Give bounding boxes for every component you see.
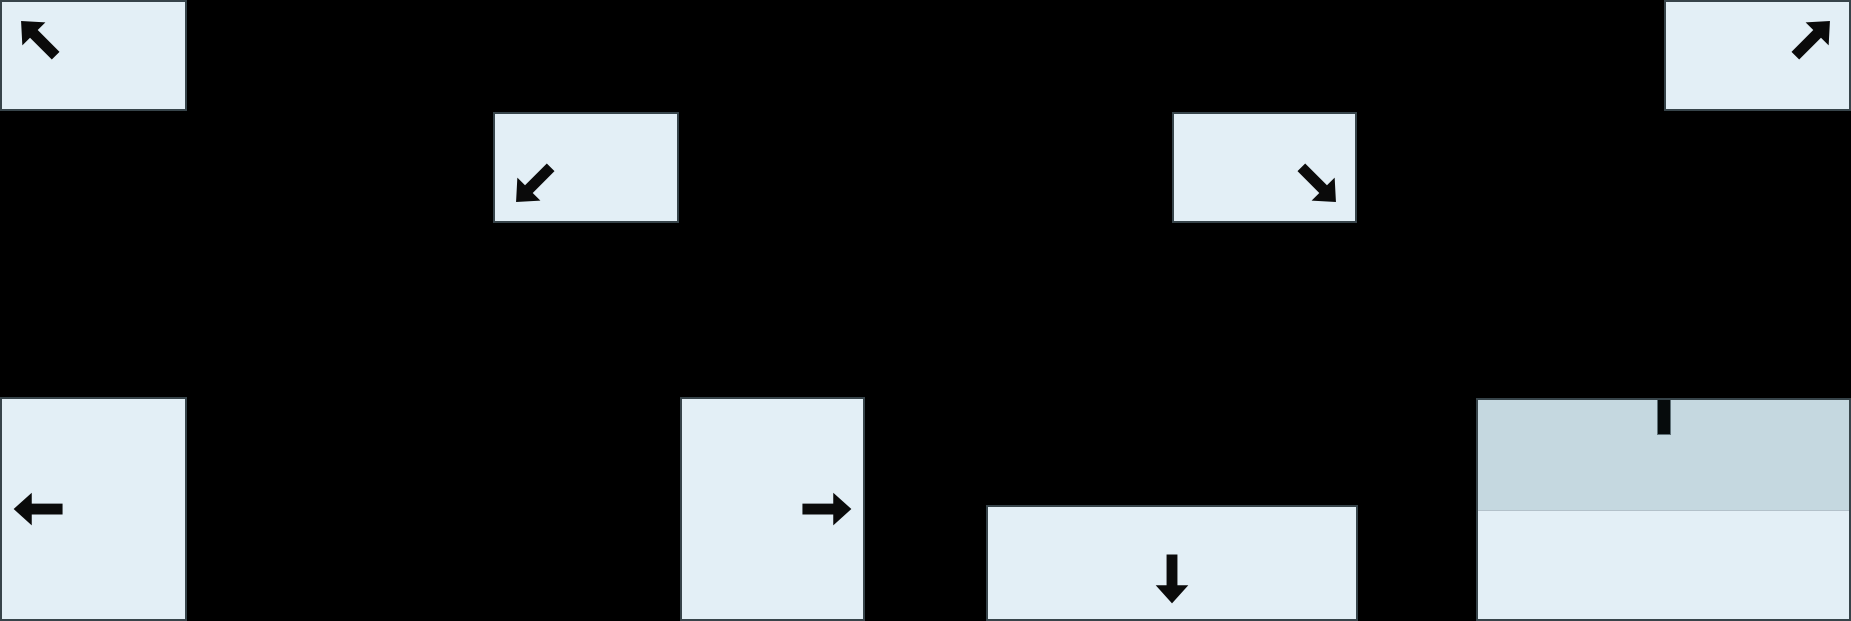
panel-bottom-middle-left[interactable]	[680, 397, 865, 621]
arrow-left-icon	[13, 492, 63, 526]
panel-bottom-right-header-section	[1478, 400, 1849, 510]
arrow-right-icon	[802, 492, 852, 526]
arrow-up-right-icon	[1791, 21, 1830, 60]
panel-bottom-right-body-section	[1478, 510, 1849, 619]
arrow-up-left-icon	[21, 21, 60, 60]
arrow-down-icon	[1155, 554, 1189, 604]
top-center-tick-marker	[1656, 400, 1671, 435]
panel-bottom-left[interactable]	[0, 397, 187, 621]
panel-bottom-middle-right[interactable]	[986, 505, 1358, 621]
panel-top-right[interactable]	[1664, 0, 1851, 111]
panel-bottom-right[interactable]	[1476, 398, 1851, 621]
panel-upper-middle-left[interactable]	[493, 112, 679, 223]
panel-upper-middle-right[interactable]	[1172, 112, 1357, 223]
arrow-down-left-icon	[516, 163, 555, 202]
panel-top-left[interactable]	[0, 0, 187, 111]
arrow-down-right-icon	[1297, 163, 1336, 202]
